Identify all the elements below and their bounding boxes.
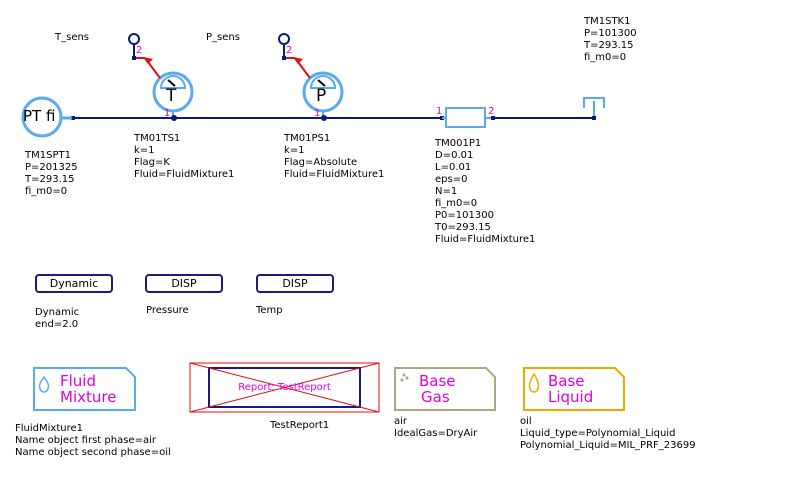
pipe-pin2: 2 [488,106,495,117]
dynamic-params: Dynamic end=2.0 [35,307,79,331]
fluid-mixture-title-line: Fluid [60,372,96,390]
temp-sensor-param: Fluid=FluidMixture1 [134,169,235,180]
pipe-id: TM001P1 [435,138,482,149]
pipe-param: L=0.01 [435,162,472,173]
source-id: TM1SPT1 [25,150,71,161]
temp-sensor-params: TM01TS1 k=1 Flag=K Fluid=FluidMixture1 [134,133,234,181]
base-gas-param: IdealGas=DryAir [394,428,478,439]
pressure-sensor-param: Flag=Absolute [284,157,358,168]
sink-id: TM1STK1 [584,16,631,27]
base-liquid-params: oil Liquid_type=Polynomial_Liquid Polyno… [520,416,696,452]
sink-params: TM1STK1 P=101300 T=293.15 fi_m0=0 [584,16,637,64]
fluid-mixture-param: Name object second phase=oil [15,447,171,458]
dynamic-controller[interactable]: Dynamic [35,274,113,293]
pipe-params: TM001P1 D=0.01 L=0.01 eps=0 N=1 fi_m0=0 … [435,138,535,246]
temp-sensor-pin2: 2 [136,45,143,56]
pressure-sensor-name: P_sens [206,32,240,43]
base-gas-id: air [394,416,408,427]
dynamic-param: end=2.0 [35,319,79,330]
base-gas-title-line: Gas [421,388,450,406]
report-block[interactable] [189,362,380,413]
base-gas-params: air IdealGas=DryAir [394,416,477,440]
report-label: Report: TestReport [238,382,331,393]
source-param: fi_m0=0 [25,186,68,197]
temp-sensor-param: Flag=K [134,157,170,168]
report-name: TestReport1 [270,420,330,431]
pipe-param: fi_m0=0 [435,198,478,209]
base-liquid-title: Base Liquid [548,373,593,405]
pipe-param: eps=0 [435,174,468,185]
pipe-param: P0=101300 [435,210,494,221]
source-symbol: PT fi [23,107,56,125]
pressure-sensor-param: Fluid=FluidMixture1 [284,169,385,180]
disp-pressure-controller[interactable]: DISP [145,274,223,293]
dynamic-id: Dynamic [35,307,80,318]
fluid-mixture-params: FluidMixture1 Name object first phase=ai… [15,423,171,459]
pressure-sensor-param: k=1 [284,145,305,156]
pipe-param: Fluid=FluidMixture1 [435,234,536,245]
base-gas-title-line: Base [419,372,456,390]
fluid-mixture-param: Name object first phase=air [15,435,156,446]
pressure-sensor-pin2: 2 [286,45,293,56]
source-params: TM1SPT1 P=201325 T=293.15 fi_m0=0 [25,150,78,198]
sink-tank[interactable] [583,97,605,116]
pipe-param: N=1 [435,186,458,197]
gas-molecule-icon [398,370,410,384]
base-liquid-param: Polynomial_Liquid=MIL_PRF_23699 [520,440,696,451]
pipe-param: D=0.01 [435,150,474,161]
pressure-sensor-id: TM01PS1 [284,133,331,144]
base-liquid-id: oil [520,416,532,427]
fluid-mixture-title: Fluid Mixture [60,373,116,405]
disp-pressure-name: Pressure [146,305,189,316]
fluid-mixture-block[interactable] [33,367,136,411]
base-liquid-param: Liquid_type=Polynomial_Liquid [520,428,676,439]
sink-param: P=101300 [584,28,637,39]
temp-sensor-pin1: 1 [164,108,171,119]
base-gas-block[interactable] [394,367,496,411]
source-param: P=201325 [25,162,78,173]
fluid-mixture-id: FluidMixture1 [15,423,83,434]
base-liquid-title-line: Liquid [548,388,594,406]
disp-temp-controller[interactable]: DISP [256,274,334,293]
liquid-droplet-icon [527,372,541,390]
pipe-component[interactable] [442,107,491,128]
pipe-pin1: 1 [436,106,443,117]
base-liquid-block[interactable] [523,367,625,411]
droplet-icon [36,373,52,393]
temp-sensor-id: TM01TS1 [134,133,181,144]
pipe-param: T0=293.15 [435,222,491,233]
disp-temp-name: Temp [256,305,283,316]
temp-sensor-symbol: T [166,86,177,106]
base-gas-title: Base Gas [419,373,456,405]
source-pt-fi[interactable] [21,96,72,138]
pressure-sensor-pin1: 1 [314,108,321,119]
temperature-sensor[interactable] [128,33,194,121]
fluid-mixture-title-line: Mixture [60,388,117,406]
pressure-sensor-symbol: P [316,86,327,106]
pressure-sensor-params: TM01PS1 k=1 Flag=Absolute Fluid=FluidMix… [284,133,384,181]
temp-sensor-name: T_sens [55,32,90,43]
sink-param: fi_m0=0 [584,52,627,63]
temp-sensor-param: k=1 [134,145,155,156]
pressure-sensor[interactable] [278,33,344,121]
base-liquid-title-line: Base [548,372,585,390]
sink-param: T=293.15 [584,40,634,51]
source-param: T=293.15 [25,174,75,185]
